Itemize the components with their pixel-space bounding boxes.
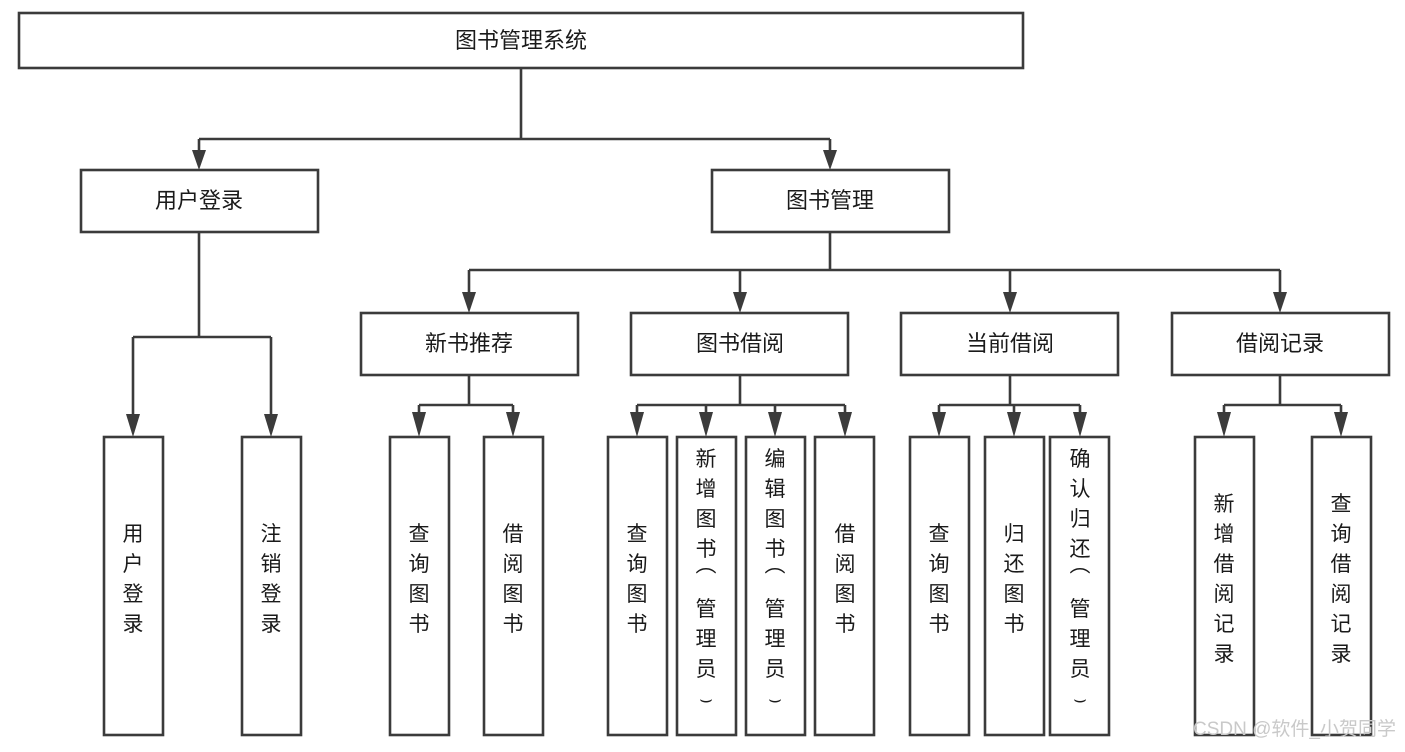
node-book-borrow[interactable]: 图书借阅 bbox=[629, 311, 850, 377]
leaf-node[interactable]: 查询图书 bbox=[908, 435, 971, 737]
arrow-head-icon bbox=[699, 412, 713, 437]
node-current-borrow[interactable]: 当前借阅 bbox=[899, 311, 1120, 377]
leaf-node[interactable]: 编辑图书⌒管理员⌣ bbox=[744, 435, 807, 737]
connector-borrow-record-to-leaves bbox=[1217, 375, 1348, 437]
node-borrow-record-label: 借阅记录 bbox=[1236, 331, 1324, 356]
leaf-node[interactable]: 查询图书 bbox=[606, 435, 669, 737]
node-book-management[interactable]: 图书管理 bbox=[710, 168, 951, 234]
arrow-head-icon bbox=[126, 414, 140, 437]
connector-new-book-to-leaves bbox=[412, 375, 520, 437]
leaf-label-vertical: 新增图书⌒管理员⌣ bbox=[696, 448, 717, 711]
connector-current-borrow-to-leaves bbox=[932, 375, 1087, 437]
node-new-book-recommend[interactable]: 新书推荐 bbox=[359, 311, 580, 377]
node-root-label: 图书管理系统 bbox=[455, 28, 587, 53]
arrow-head-icon bbox=[1073, 412, 1087, 437]
leaf-label-vertical: 查询借阅记录 bbox=[1331, 493, 1352, 666]
leaf-node[interactable]: 查询借阅记录 bbox=[1310, 435, 1373, 737]
leaf-node[interactable]: 新增借阅记录 bbox=[1193, 435, 1256, 737]
leaf-label-vertical: 确认归还⌒管理员⌣ bbox=[1070, 448, 1091, 711]
leaf-label-vertical: 查询图书 bbox=[627, 523, 648, 636]
node-root-system[interactable]: 图书管理系统 bbox=[17, 11, 1025, 70]
arrow-head-icon bbox=[192, 150, 206, 170]
node-user-login[interactable]: 用户登录 bbox=[79, 168, 320, 234]
leaf-label-vertical: 查询图书 bbox=[929, 523, 950, 636]
arrow-head-icon bbox=[768, 412, 782, 437]
watermark-label: CSDN @软件_小贺同学 bbox=[1193, 718, 1396, 740]
node-borrow-record[interactable]: 借阅记录 bbox=[1170, 311, 1391, 377]
leaf-node[interactable]: 用户登录 bbox=[102, 435, 165, 737]
leaf-label-vertical: 借阅图书 bbox=[835, 523, 856, 636]
node-user-login-label: 用户登录 bbox=[155, 188, 243, 213]
leaf-node[interactable]: 新增图书⌒管理员⌣ bbox=[675, 435, 738, 737]
arrow-head-icon bbox=[264, 414, 278, 437]
leaf-node[interactable]: 确认归还⌒管理员⌣ bbox=[1048, 435, 1111, 737]
leaf-label-vertical: 用户登录 bbox=[123, 523, 144, 636]
connector-root-to-level2 bbox=[192, 68, 837, 170]
leaf-node[interactable]: 借阅图书 bbox=[813, 435, 876, 737]
leaf-label-vertical: 查询图书 bbox=[409, 523, 430, 636]
node-book-management-label: 图书管理 bbox=[786, 188, 874, 213]
arrow-head-icon bbox=[1273, 292, 1287, 313]
connector-book-mgmt-to-level3 bbox=[462, 232, 1287, 313]
connector-book-borrow-to-leaves bbox=[630, 375, 852, 437]
node-book-borrow-label: 图书借阅 bbox=[696, 331, 784, 356]
leaf-label-vertical: 新增借阅记录 bbox=[1214, 493, 1235, 666]
arrow-head-icon bbox=[1217, 412, 1231, 437]
leaf-node[interactable]: 借阅图书 bbox=[482, 435, 545, 737]
arrow-head-icon bbox=[412, 412, 426, 437]
arrow-head-icon bbox=[630, 412, 644, 437]
arrow-head-icon bbox=[1007, 412, 1021, 437]
leaf-label-vertical: 借阅图书 bbox=[503, 523, 524, 636]
arrow-head-icon bbox=[932, 412, 946, 437]
leaf-label-vertical: 归还图书 bbox=[1004, 523, 1025, 636]
arrow-head-icon bbox=[462, 292, 476, 313]
leaf-node[interactable]: 查询图书 bbox=[388, 435, 451, 737]
arrow-head-icon bbox=[838, 412, 852, 437]
arrow-head-icon bbox=[1003, 292, 1017, 313]
leaf-label-vertical: 注销登录 bbox=[261, 523, 282, 636]
arrow-head-icon bbox=[733, 292, 747, 313]
node-new-book-recommend-label: 新书推荐 bbox=[425, 331, 513, 356]
node-current-borrow-label: 当前借阅 bbox=[966, 331, 1054, 356]
arrow-head-icon bbox=[823, 150, 837, 170]
connector-user-login-to-leaves bbox=[126, 232, 278, 437]
leaf-node[interactable]: 注销登录 bbox=[240, 435, 303, 737]
leaf-node[interactable]: 归还图书 bbox=[983, 435, 1046, 737]
arrow-head-icon bbox=[506, 412, 520, 437]
leaf-label-vertical: 编辑图书⌒管理员⌣ bbox=[765, 448, 786, 711]
arrow-head-icon bbox=[1334, 412, 1348, 437]
